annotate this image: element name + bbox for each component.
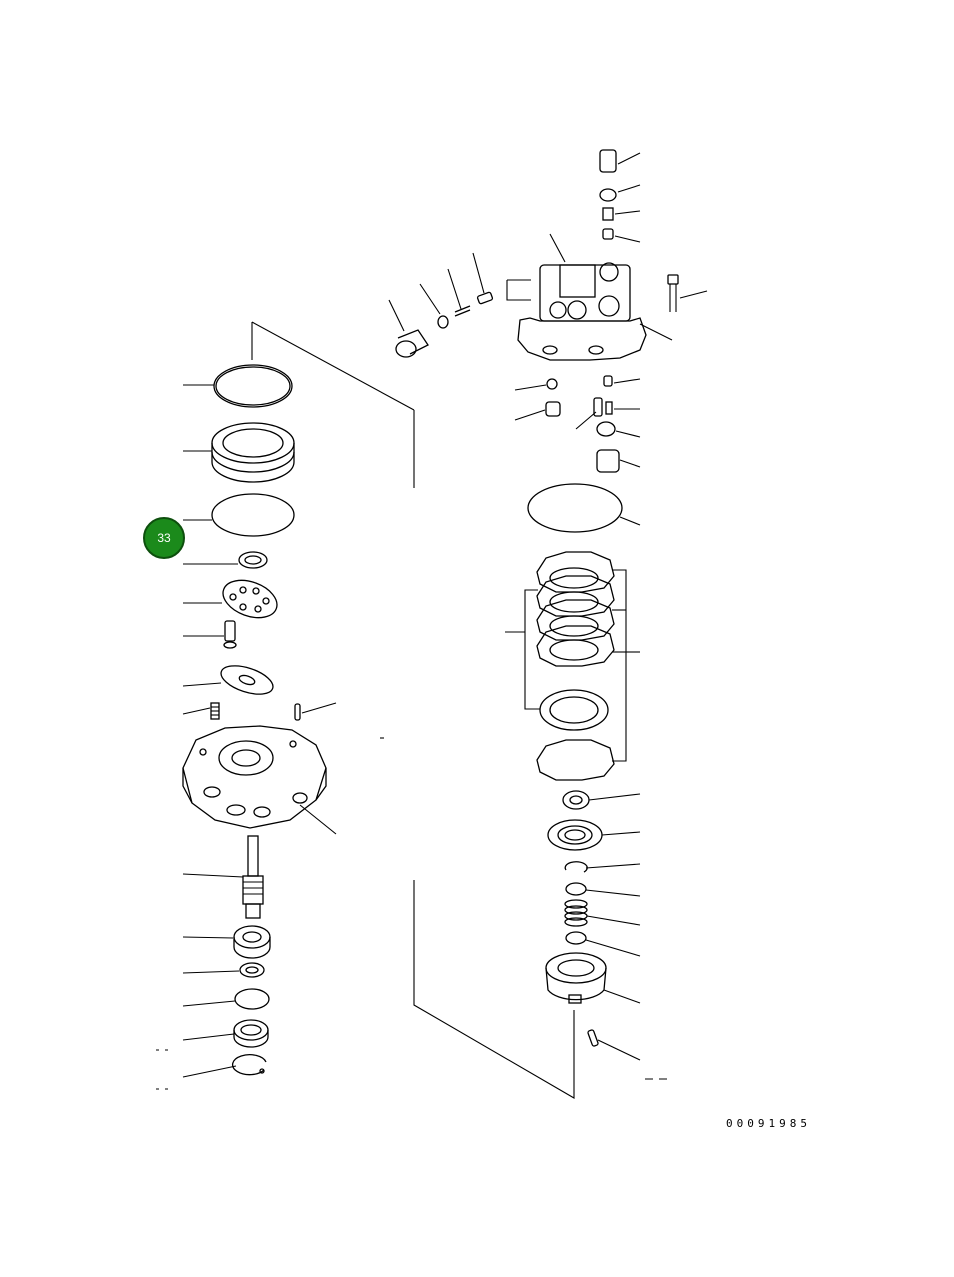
dowel-pin-left[interactable]: [294, 702, 337, 721]
retainer-plate[interactable]: [183, 573, 282, 624]
coil-spring-right[interactable]: [564, 899, 641, 927]
large-o-ring-upper[interactable]: [183, 364, 293, 408]
inner-race[interactable]: [182, 962, 265, 978]
socket-bolt[interactable]: [639, 274, 708, 341]
relief-valve-stack[interactable]: [599, 149, 641, 243]
guide-pin[interactable]: [183, 620, 237, 649]
small-o-ring-valve[interactable]: [419, 283, 449, 329]
valve-body[interactable]: [506, 233, 647, 361]
friction-plate-stack[interactable]: [505, 551, 640, 781]
large-o-ring-right[interactable]: [527, 483, 641, 533]
plug-bolt[interactable]: [388, 299, 429, 358]
roller-bearing[interactable]: [182, 925, 271, 959]
oil-seal[interactable]: [182, 1019, 269, 1048]
output-shaft[interactable]: [182, 835, 264, 919]
dowel-pin-right[interactable]: [587, 1029, 641, 1061]
check-valve[interactable]: [472, 252, 494, 305]
planetary-carrier[interactable]: [545, 952, 641, 1004]
callout-badge[interactable]: 33: [143, 517, 185, 559]
ball-bearing-right[interactable]: [547, 819, 641, 851]
motor-housing[interactable]: [182, 725, 337, 835]
thrust-washer[interactable]: [182, 660, 276, 700]
assembly-frame-lines: [251, 321, 575, 1099]
collar[interactable]: [182, 988, 270, 1010]
spacer-ring-right[interactable]: [565, 931, 641, 957]
snap-ring-left[interactable]: [182, 1054, 267, 1078]
drawing-number: 00091985: [726, 1117, 811, 1130]
brake-piston[interactable]: [183, 422, 295, 483]
needle-bearing[interactable]: [183, 551, 268, 569]
spring-small[interactable]: [182, 702, 220, 720]
snap-ring-right[interactable]: [564, 861, 641, 873]
sun-gear[interactable]: [562, 790, 641, 810]
valve-lower-parts[interactable]: [514, 375, 641, 473]
valve-spring[interactable]: [447, 268, 471, 317]
large-o-ring-lower[interactable]: [183, 493, 295, 537]
washer-right[interactable]: [565, 882, 641, 897]
